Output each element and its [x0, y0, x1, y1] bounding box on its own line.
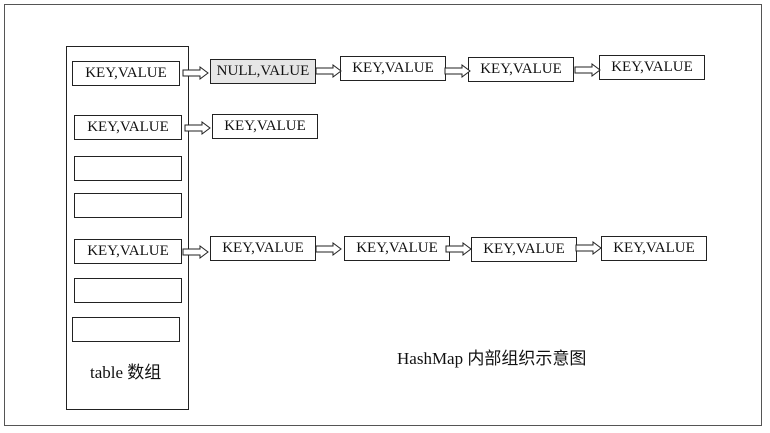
arrow-slot0-to-chain0 [182, 66, 209, 80]
arrow-chain2-n1-n2 [445, 242, 472, 256]
arrow-chain2-n2-n3 [575, 241, 602, 255]
chain-0-node-3: KEY,VALUE [599, 55, 705, 80]
table-slot-0: KEY,VALUE [72, 61, 180, 86]
table-caption: table 数组 [90, 363, 162, 382]
arrow-chain0-n2-n3 [574, 63, 601, 77]
table-slot-3 [74, 193, 182, 218]
arrow-chain2-n0-n1 [315, 242, 342, 256]
table-slot-1: KEY,VALUE [74, 115, 182, 140]
chain-2-node-1: KEY,VALUE [344, 236, 450, 261]
chain-2-node-3: KEY,VALUE [601, 236, 707, 261]
chain-2-node-2: KEY,VALUE [471, 237, 577, 262]
chain-1-node-0: KEY,VALUE [212, 114, 318, 139]
arrow-chain0-n0-n1 [315, 64, 342, 78]
arrow-slot1-to-chain1 [184, 121, 211, 135]
diagram-title: HashMap 内部组织示意图 [397, 349, 587, 368]
arrow-slot4-to-chain2 [182, 245, 209, 259]
arrow-chain0-n1-n2 [444, 64, 471, 78]
table-slot-2 [74, 156, 182, 181]
table-slot-6 [72, 317, 180, 342]
chain-0-node-0: NULL,VALUE [210, 59, 316, 84]
table-slot-4: KEY,VALUE [74, 239, 182, 264]
chain-0-node-2: KEY,VALUE [468, 57, 574, 82]
table-array [66, 46, 189, 410]
table-slot-5 [74, 278, 182, 303]
